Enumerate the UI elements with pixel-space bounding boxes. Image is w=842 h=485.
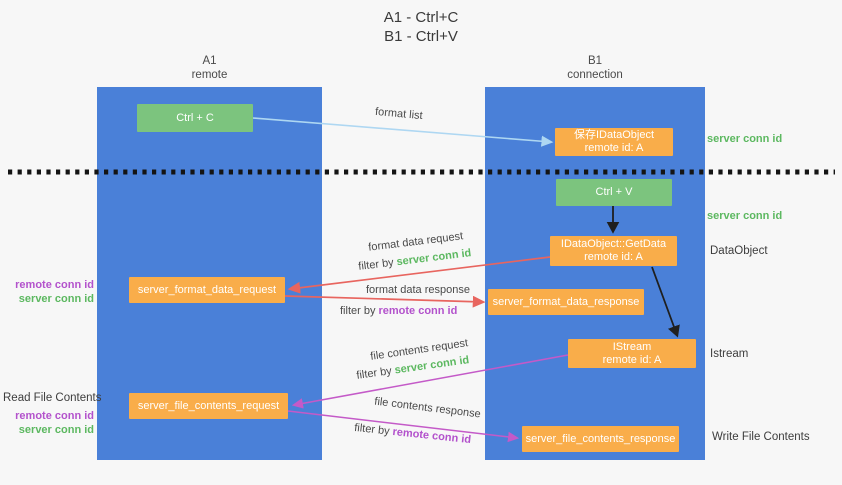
annotation-server-conn-id-4: server conn id [18, 424, 94, 436]
node-ctrl-v-label: Ctrl + V [595, 186, 633, 198]
node-getdata: IDataObject::GetData remote id: A [550, 236, 677, 266]
annotation-server-conn-id-1: server conn id [707, 133, 783, 145]
annotation-server-conn-id-2: server conn id [707, 210, 783, 222]
title-line-1: A1 - Ctrl+C [383, 9, 459, 26]
lane-b1-subtitle: connection [567, 69, 623, 81]
annotation-read-file-contents: Read File Contents [3, 392, 102, 404]
node-format-response: server_format_data_response [488, 289, 644, 315]
annotation-dataobject: DataObject [710, 245, 768, 257]
remote-conn-id-text: remote conn id [378, 305, 458, 317]
diagram-title: A1 - Ctrl+C B1 - Ctrl+V [0, 8, 842, 46]
annotation-server-conn-id-3: server conn id [18, 293, 94, 305]
node-getdata-line2: remote id: A [584, 251, 643, 263]
node-save-dataobject-line2: remote id: A [584, 142, 644, 154]
label-format-data-response: format data response [366, 284, 470, 296]
node-format-request-label: server_format_data_request [137, 283, 277, 296]
node-istream-line2: remote id: A [602, 353, 662, 366]
lane-header-a1: A1 remote [97, 54, 322, 82]
filter-by-text: filter by [357, 256, 395, 273]
node-getdata-line1: IDataObject::GetData [560, 238, 667, 250]
node-istream-line1: IStream [612, 340, 652, 353]
node-file-request: server_file_contents_request [129, 393, 288, 419]
node-file-response: server_file_contents_response [522, 426, 679, 452]
node-file-response-label: server_file_contents_response [525, 432, 676, 445]
node-ctrl-c: Ctrl + C [137, 104, 253, 132]
lane-b1-name: B1 [587, 55, 603, 67]
node-istream: IStream remote id: A [568, 339, 696, 368]
label-file-contents-response: file contents response [373, 395, 482, 421]
node-save-dataobject-line1: 保存IDataObject [573, 129, 655, 141]
remote-conn-id-text: remote conn id [391, 425, 472, 447]
lane-a1-subtitle: remote [191, 69, 228, 81]
node-file-request-label: server_file_contents_request [137, 399, 280, 412]
label-format-list: format list [374, 105, 424, 123]
title-line-2: B1 - Ctrl+V [384, 28, 458, 45]
filter-by-text: filter by [355, 365, 393, 382]
annotation-istream: Istream [710, 348, 749, 360]
filter-by-text: filter by [340, 305, 376, 317]
server-conn-id-text: server conn id [395, 247, 472, 269]
node-ctrl-c-label: Ctrl + C [176, 111, 214, 124]
annotation-remote-conn-id-1: remote conn id [15, 279, 94, 291]
filter-by-text: filter by [353, 421, 391, 438]
node-save-dataobject: 保存IDataObject remote id: A [555, 128, 673, 156]
annotation-remote-conn-id-2: remote conn id [15, 410, 94, 422]
lane-a1-name: A1 [202, 55, 217, 67]
node-format-response-label: server_format_data_response [492, 295, 640, 308]
node-ctrl-v: Ctrl + V [556, 179, 672, 206]
node-format-request: server_format_data_request [129, 277, 285, 303]
annotation-write-file-contents: Write File Contents [712, 431, 810, 443]
lane-header-b1: B1 connection [485, 54, 705, 82]
